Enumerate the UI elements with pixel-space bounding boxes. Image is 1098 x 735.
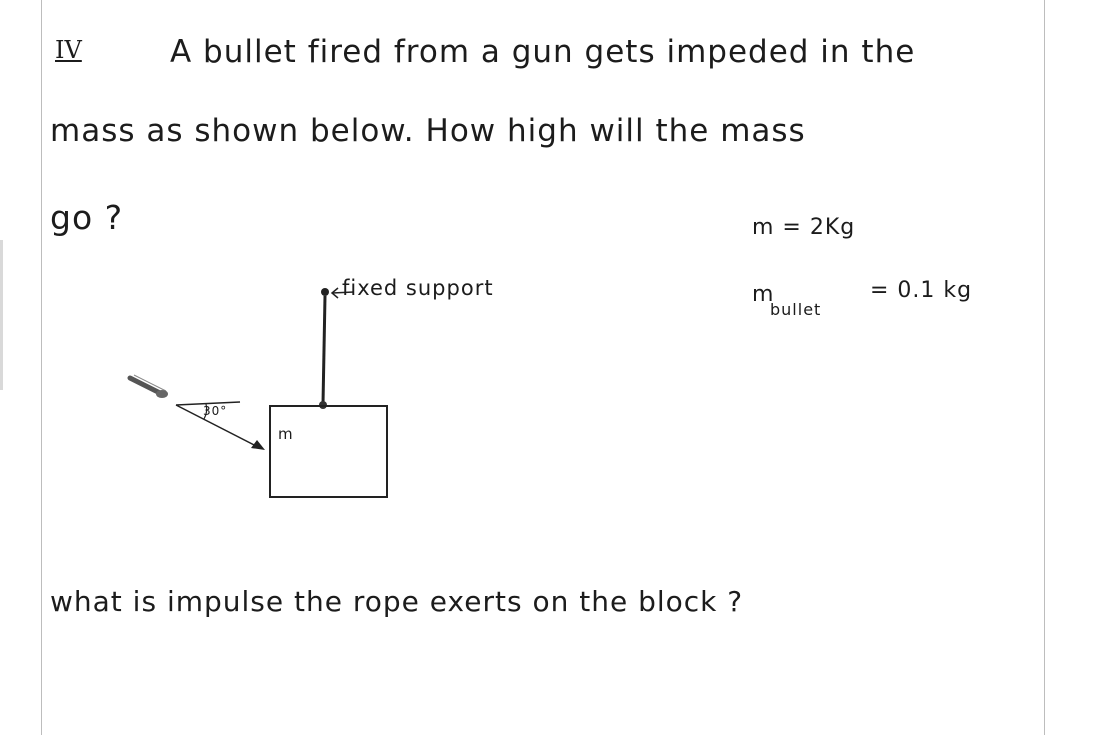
given-mass: m = 2Kg — [752, 215, 856, 240]
support-pivot — [321, 288, 329, 296]
given-bullet-subscript: bullet — [770, 300, 822, 319]
gun — [127, 374, 168, 398]
given-bullet-symbol: m — [752, 282, 775, 307]
problem-line-1: A bullet fired from a gun gets impeded i… — [170, 34, 916, 70]
problem-number: IV — [55, 36, 82, 64]
impulse-question: what is impulse the rope exerts on the b… — [50, 585, 744, 618]
trajectory-arrow-head — [251, 440, 265, 450]
angle-reference-line — [175, 401, 241, 406]
support-arrow-head — [330, 287, 339, 299]
scan-edge — [0, 240, 3, 390]
pendulum-diagram — [127, 287, 388, 498]
angle-label: 30° — [203, 404, 228, 418]
fixed-support-label: fixed support — [342, 276, 494, 300]
page-frame — [41, 0, 1045, 735]
given-bullet-value: = 0.1 kg — [870, 278, 973, 303]
problem-line-2: mass as shown below. How high will the m… — [50, 113, 806, 149]
problem-line-3: go ? — [50, 198, 124, 237]
block-mass-label: m — [278, 425, 294, 443]
block — [269, 405, 388, 498]
angle-arc — [203, 403, 208, 420]
rope — [321, 295, 327, 405]
bullet-trajectory — [175, 404, 261, 449]
support-arrow — [331, 291, 355, 294]
